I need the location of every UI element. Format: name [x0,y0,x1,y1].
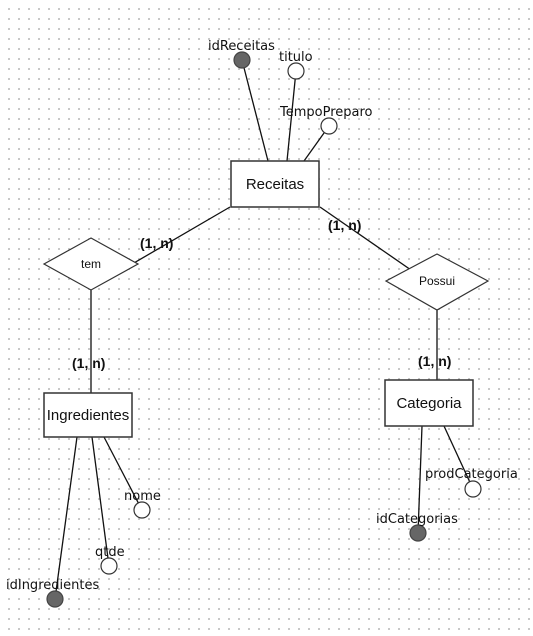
attribute-label-nome: nome [124,489,161,504]
relationship-tem[interactable]: tem [42,237,140,291]
attribute-label-prodcategoria: prodCategoria [425,467,518,482]
line-prodcategoria [443,425,474,490]
connector-lines [54,59,474,600]
attribute-circle-titulo[interactable] [287,62,305,80]
line-titulo [286,70,297,162]
attribute-circle-prodcategoria[interactable] [464,480,482,498]
line-idcategorias [417,425,423,534]
relationship-possui[interactable]: Possui [384,253,490,311]
entity-categoria[interactable]: Categoria [384,379,474,427]
attribute-circle-qtde[interactable] [100,557,118,575]
relationship-possui-label: Possui [419,274,455,288]
key-attribute-circle-idingredientes[interactable] [46,590,64,608]
attribute-label-qtde: qtde [95,545,125,560]
entity-categoria-label: Categoria [396,395,462,412]
key-attribute-circle-idcategorias[interactable] [409,524,427,542]
cardinality-receitas-possui: (1, n) [328,217,361,233]
attribute-label-tempopreparo: TempoPreparo [279,105,373,120]
attribute-label-titulo: titulo [279,50,313,65]
line-idreceitas [241,59,269,162]
relationship-tem-label: tem [81,257,101,271]
attribute-label-idcategorias: idCategorias [376,512,458,527]
line-qtde [91,436,110,567]
entity-ingredientes-label: Ingredientes [47,407,130,424]
attribute-label-idreceitas: idReceitas [208,39,275,54]
entity-ingredientes[interactable]: Ingredientes [43,392,133,438]
entity-receitas-label: Receitas [246,176,304,193]
attribute-circle-nome[interactable] [133,501,151,519]
line-idingredientes [54,436,78,600]
cardinality-tem-ingredientes: (1, n) [72,355,105,371]
cardinality-receitas-tem: (1, n) [140,235,173,251]
key-attribute-circle-idreceitas[interactable] [233,51,251,69]
attribute-label-idingredientes: idIngredientes [6,578,99,593]
line-nome [103,436,143,511]
attribute-circle-tempopreparo[interactable] [320,117,338,135]
entity-receitas[interactable]: Receitas [230,160,320,208]
cardinality-possui-categoria: (1, n) [418,353,451,369]
